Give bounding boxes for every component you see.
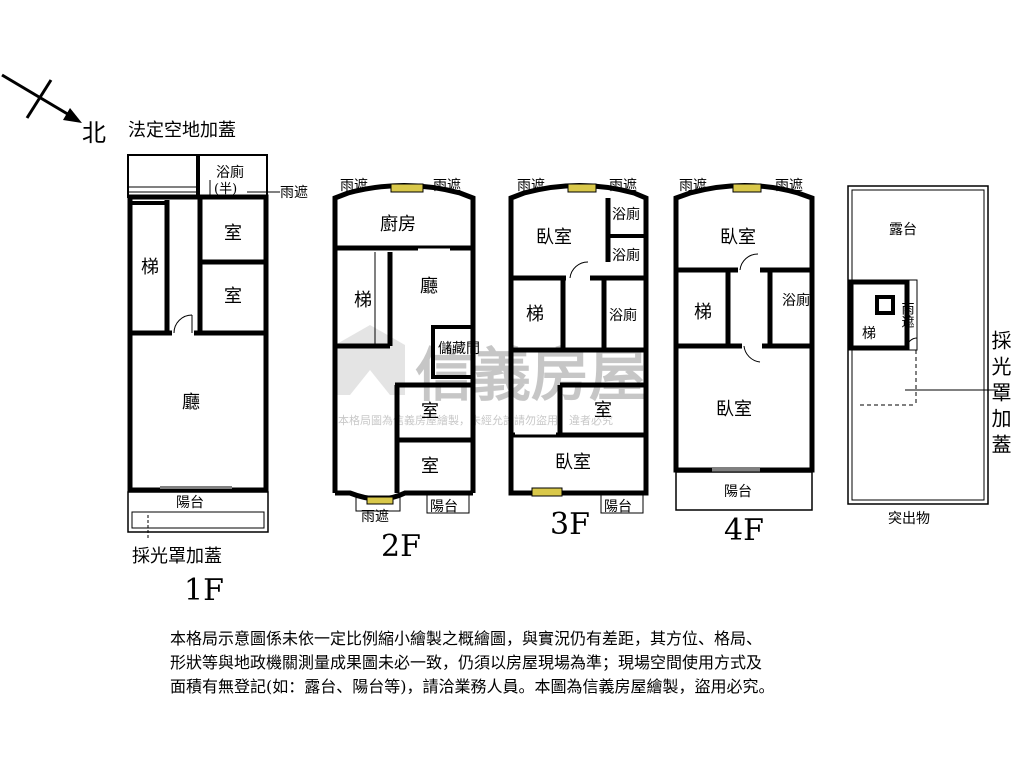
bath-3f-a-label: 浴廁 [612, 206, 640, 223]
floor-2f-plan: 雨遮 雨遮 廚房 梯 廳 儲藏間 室 室 雨遮 陽台 2F [332, 178, 480, 564]
storage-2f-label: 儲藏間 [438, 341, 480, 357]
bedroom-3f-top-label: 臥室 [536, 227, 572, 248]
annex-label: 法定空地加蓋 [128, 120, 236, 141]
floor-1f-label: 1F [184, 573, 224, 608]
room-2f-b-label: 室 [421, 456, 439, 477]
floor-3f-label: 3F [550, 507, 590, 542]
disclaimer-line-1: 本格局示意圖係未依一定比例縮小繪製之概繪圖，與實況仍有差距，其方位、格局、 [170, 629, 763, 648]
balcony-1f-label: 陽台 [176, 495, 204, 511]
skylight-roof-label: 採光罩加蓋 [988, 330, 1012, 460]
rain-shelter-1f-label: 雨遮 [280, 185, 308, 201]
rain-shelter-2f-bottom-label: 雨遮 [361, 509, 389, 525]
living-1f-label: 廳 [182, 392, 200, 413]
stairs-2f-label: 梯 [354, 290, 372, 311]
floor-1f-plan: 法定空地加蓋 浴廁 (半) 雨遮 梯 室 室 廳 陽台 採光罩加蓋 [127, 120, 308, 608]
disclaimer-line-3: 面積有無登記(如：露台、陽台等)，請洽業務人員。本圖為信義房屋繪製，盜用必究。 [170, 677, 775, 696]
stairs-roof-label: 梯 [862, 326, 876, 342]
compass-arrow-icon [63, 108, 82, 123]
rooftop-protrusion-label: 突出物 [888, 511, 930, 527]
floor-4f-label: 4F [724, 513, 764, 548]
living-2f-label: 廳 [420, 276, 438, 297]
stairs-1f-label: 梯 [141, 257, 159, 278]
bedroom-4f-top-label: 臥室 [720, 227, 756, 248]
disclaimer-line-2: 形狀等與地政機關測量成果圖未必一致，仍須以房屋現場為準；現場空間使用方式及 [170, 653, 763, 672]
bath-4f-label: 浴廁 [782, 292, 810, 309]
stairs-4f-label: 梯 [694, 302, 712, 323]
balcony-4f-label: 陽台 [724, 484, 752, 500]
rooftop-plan: 露台 梯 雨遮 突出物 採光罩加蓋 [847, 185, 1012, 527]
room-1f-a-label: 室 [224, 223, 242, 244]
bath-1f-label: 浴廁 [216, 164, 244, 181]
bedroom-3f-bottom-label: 臥室 [555, 452, 591, 473]
balcony-2f-label: 陽台 [430, 499, 458, 515]
bedroom-4f-bottom-label: 臥室 [716, 399, 752, 420]
kitchen-2f-label: 廚房 [380, 213, 416, 235]
rain-shelter-roof-label: 雨遮 [899, 302, 915, 328]
stairs-3f-label: 梯 [526, 304, 544, 325]
terrace-label: 露台 [889, 222, 917, 238]
bath-3f-c-label: 浴廁 [609, 307, 637, 324]
room-1f-b-label: 室 [224, 286, 242, 307]
bath-3f-b-label: 浴廁 [612, 247, 640, 264]
disclaimer-notes: 本格局示意圖係未依一定比例縮小繪製之概繪圖，與實況仍有差距，其方位、格局、 形狀… [170, 627, 890, 699]
north-label: 北 [82, 119, 106, 147]
floor-2f-label: 2F [381, 529, 421, 564]
north-compass: 北 [1, 73, 106, 147]
room-2f-a-label: 室 [421, 401, 439, 422]
bath-1f-half-label: (半) [214, 182, 237, 197]
balcony-3f-label: 陽台 [604, 499, 632, 515]
floor-4f-plan: 雨遮 雨遮 臥室 梯 浴廁 臥室 陽台 4F [673, 178, 815, 548]
skylight-1f-label: 採光罩加蓋 [132, 546, 222, 567]
room-3f-label: 室 [594, 400, 612, 421]
floor-3f-plan: 雨遮 雨遮 臥室 浴廁 浴廁 梯 浴廁 室 臥室 陽台 3F [508, 178, 649, 542]
watermark-house-door [350, 370, 390, 395]
